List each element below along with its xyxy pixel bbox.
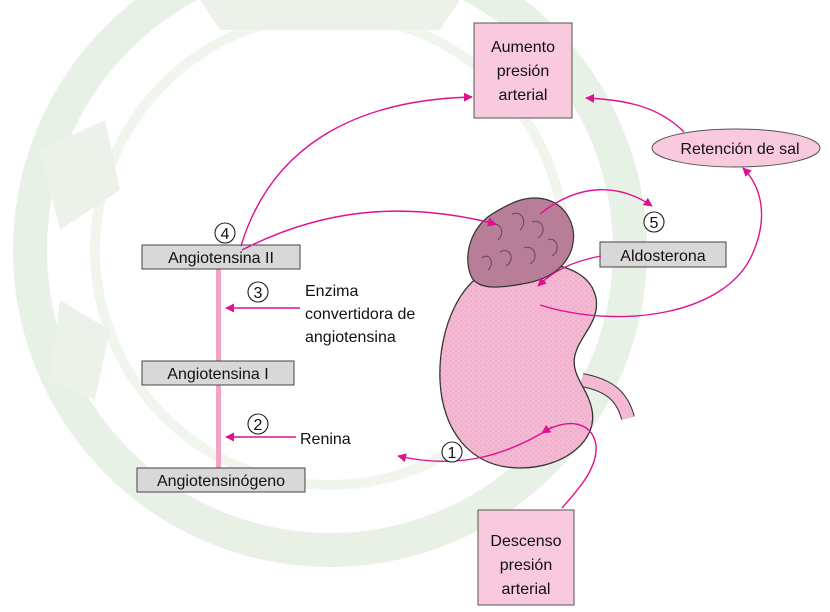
angiotensinogeno-box: Angiotensinógeno: [137, 468, 305, 492]
step-1: 1: [442, 442, 462, 462]
descenso-line-1: Descenso: [490, 533, 561, 550]
step-4: 4: [215, 223, 235, 243]
angiotensina-ii-label: Angiotensina II: [168, 250, 274, 267]
descenso-line-2: presión: [500, 557, 552, 574]
descenso-presion-box: Descenso presión arterial: [478, 510, 574, 605]
descenso-line-3: arterial: [502, 581, 551, 598]
aumento-presion-box: Aumento presión arterial: [474, 23, 572, 118]
eca-line-3: angiotensina: [305, 329, 396, 346]
angiotensinogeno-label: Angiotensinógeno: [157, 473, 285, 490]
retencion-sal-label: Retención de sal: [680, 141, 799, 158]
svg-text:4: 4: [221, 226, 230, 243]
angiotensina-i-box: Angiotensina I: [142, 361, 294, 385]
aumento-line-3: arterial: [499, 87, 548, 104]
aumento-line-1: Aumento: [491, 39, 555, 56]
eca-label: Enzima convertidora de angiotensina: [305, 283, 415, 346]
retencion-sal-ellipse: Retención de sal: [652, 129, 820, 167]
renina-label: Renina: [300, 431, 351, 448]
arrow-angii-to-aumento: [241, 97, 472, 246]
angiotensina-ii-box: Angiotensina II: [142, 245, 300, 269]
step-2: 2: [248, 414, 268, 434]
step-5: 5: [644, 212, 664, 232]
arrow-angii-to-adrenal: [242, 211, 496, 250]
aumento-line-2: presión: [497, 63, 549, 80]
aldosterona-box: Aldosterona: [600, 242, 726, 267]
svg-text:1: 1: [448, 445, 457, 462]
eca-line-1: Enzima: [305, 283, 358, 300]
angiotensina-i-label: Angiotensina I: [167, 366, 268, 383]
aldosterona-label: Aldosterona: [620, 248, 705, 265]
svg-text:3: 3: [254, 285, 263, 302]
svg-text:5: 5: [650, 215, 659, 232]
step-3: 3: [248, 282, 268, 302]
svg-text:2: 2: [254, 417, 263, 434]
eca-line-2: convertidora de: [305, 306, 415, 323]
